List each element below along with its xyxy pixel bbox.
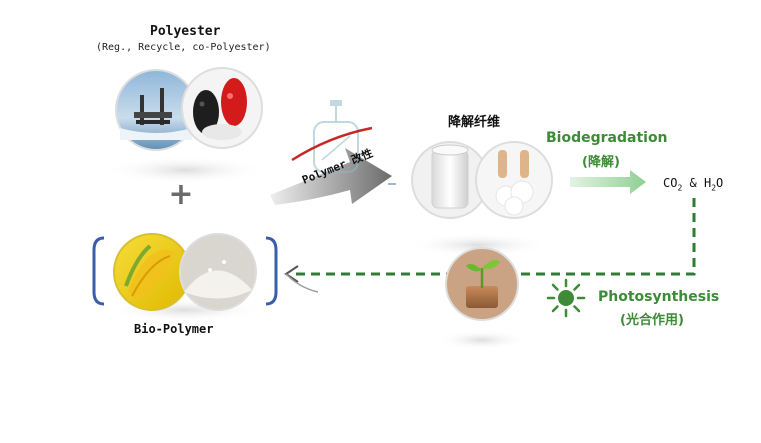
plus-sign: + [168, 177, 193, 212]
co2-text: CO [663, 176, 678, 190]
o-text: O [716, 176, 724, 190]
photosynthesis-label: Photosynthesis [598, 289, 720, 305]
polyester-title: Polyester [150, 24, 221, 39]
left-bracket [92, 236, 105, 306]
polyester-subtitle: (Reg., Recycle, co-Polyester) [96, 42, 271, 53]
degradable-fiber-label: 降解纤维 [448, 115, 501, 130]
plastic-pellets-image [181, 67, 263, 149]
starch-powder-image [179, 233, 257, 311]
biodegradation-label-cn: (降解) [582, 155, 620, 170]
right-bracket [265, 236, 278, 306]
oil-rig-image [115, 69, 197, 151]
cycle-dashed-line [292, 198, 696, 276]
photosynthesis-label-cn: (光合作用) [620, 313, 684, 328]
sprout-shadow [437, 330, 527, 350]
process-arrow [270, 148, 392, 205]
sprout-image [445, 247, 519, 321]
polyester-shadow [105, 156, 265, 184]
cycle-arrow-tail [285, 273, 319, 293]
biodegradation-arrow [570, 170, 646, 194]
corn-image [113, 233, 191, 311]
cotton-hands-image [475, 141, 553, 219]
fiber-shadow [408, 233, 548, 257]
co2-h2o-label: CO2 & H2O [663, 176, 723, 192]
h2o-subscript: 2 [711, 183, 717, 193]
process-swoosh [291, 126, 373, 162]
and-h-text: & H [682, 176, 712, 190]
co2-subscript: 2 [677, 183, 683, 193]
bio-polymer-label: Bio-Polymer [134, 322, 214, 336]
sun-icon [546, 278, 586, 318]
biodegradation-label: Biodegradation [546, 130, 668, 146]
